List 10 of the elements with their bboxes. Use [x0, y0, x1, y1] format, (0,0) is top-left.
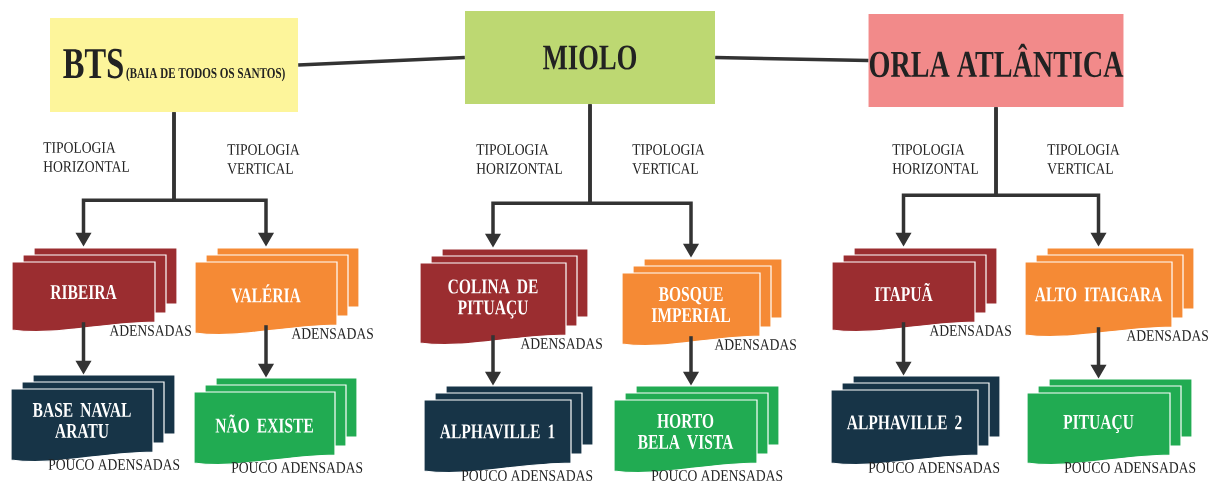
edge-label: TIPOLOGIA HORIZONTAL — [43, 142, 129, 172]
edge-label: TIPOLOGIA VERTICAL — [227, 144, 300, 175]
edge-label: TIPOLOGIA VERTICAL — [632, 144, 705, 175]
edge-label: TIPOLOGIA VERTICAL — [1047, 144, 1120, 175]
connector-line — [298, 55, 465, 67]
region-box: ORLA ATLÂNTICA — [868, 14, 1124, 107]
connector-line — [715, 55, 869, 63]
region-box: MIOLO — [465, 11, 715, 104]
edge-label: TIPOLOGIA HORIZONTAL — [476, 144, 562, 174]
edge-label: TIPOLOGIA HORIZONTAL — [892, 144, 978, 174]
